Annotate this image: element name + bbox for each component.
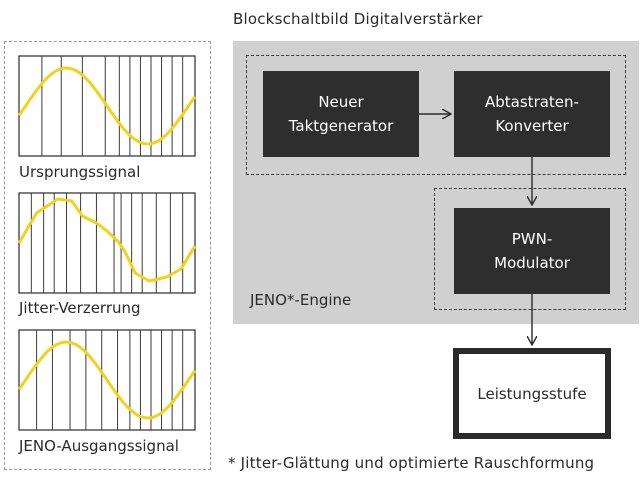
power-stage-label: Leistungsstufe: [477, 384, 587, 403]
footnote: * Jitter-Glättung und optimierte Rauschf…: [228, 454, 595, 472]
clock-line1: Neuer: [318, 93, 364, 111]
pwm-line2: Modulator: [494, 254, 570, 272]
engine-label: JENO*-Engine: [250, 291, 352, 309]
signal-plot-original: [17, 55, 197, 157]
signal-plot-jitter: [17, 192, 197, 294]
signal-label-jitter: Jitter-Verzerrung: [19, 299, 141, 317]
signal-plot-jeno: [17, 329, 197, 431]
signal-panel: [4, 41, 211, 470]
clock-converter-group: [246, 55, 626, 175]
waveform: [17, 66, 197, 146]
signal-label-original: Ursprungssignal: [19, 163, 141, 181]
pwm-line1: PWN-: [511, 230, 553, 248]
plot-frame: [18, 192, 196, 294]
src-line2: Konverter: [495, 117, 569, 135]
sample-rate-converter-block: Abtastraten- Konverter: [454, 71, 610, 157]
power-stage-block: Leistungsstufe: [453, 348, 611, 439]
waveform: [17, 340, 197, 420]
modulator-group: [434, 188, 626, 310]
diagram-title: Blockschaltbild Digitalverstärker: [233, 10, 483, 28]
signal-label-jeno: JENO-Ausgangssignal: [19, 437, 179, 455]
waveform: [17, 197, 197, 283]
clock-line2: Taktgenerator: [288, 117, 394, 135]
src-line1: Abtastraten-: [485, 93, 579, 111]
pwm-modulator-block: PWN- Modulator: [454, 208, 610, 294]
